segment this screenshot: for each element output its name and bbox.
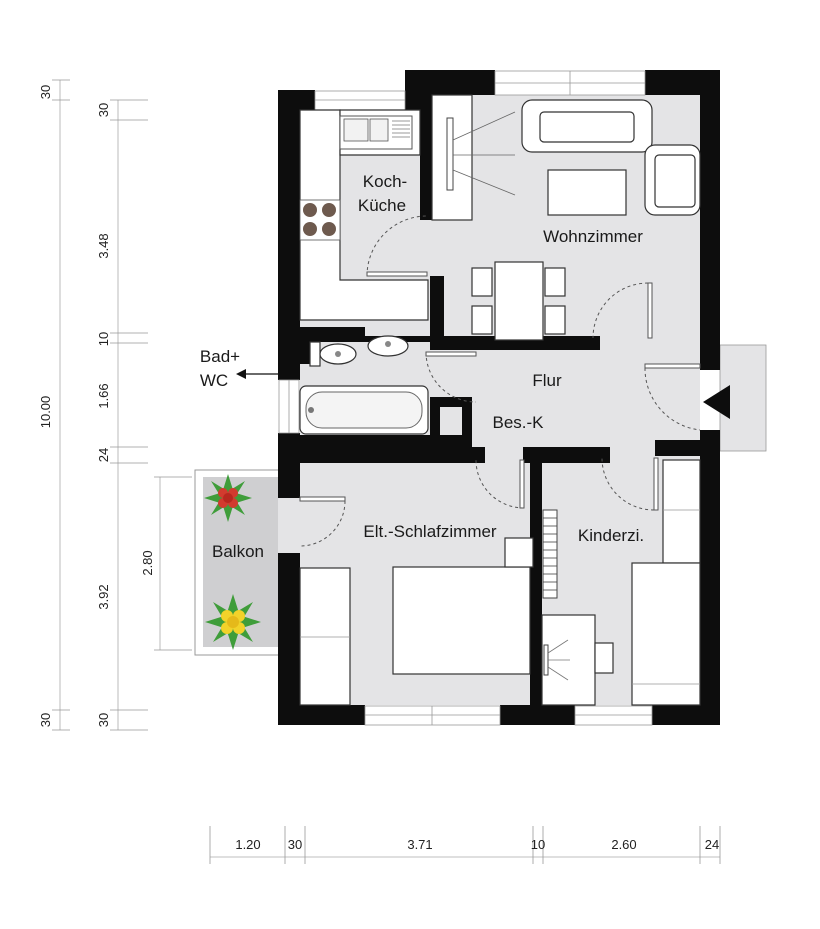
bedroom-furniture	[299, 509, 558, 706]
coffee-table	[547, 169, 627, 216]
wardrobe-left	[299, 567, 351, 706]
label-kueche: Küche	[358, 196, 406, 215]
dimension-lines-left	[52, 79, 192, 731]
flower-red-icon	[204, 474, 252, 522]
kitchen-furniture	[299, 109, 429, 321]
doors	[299, 215, 701, 547]
dim-left-outer-bottom: 30	[38, 713, 53, 727]
dim-left-wall1: 10	[96, 332, 111, 346]
dim-bottom-wall-mid: 10	[531, 837, 545, 852]
kids-wardrobe	[662, 459, 701, 564]
balcony	[194, 469, 286, 656]
dim-bottom-kids: 2.60	[611, 837, 636, 852]
label-wohnzimmer: Wohnzimmer	[543, 227, 643, 246]
dim-left-outer-total: 10.00	[38, 396, 53, 429]
room-labels: Koch- Küche Wohnzimmer Flur Bes.-K Elt.-…	[200, 172, 644, 561]
stove-icon	[299, 199, 341, 241]
dim-bottom-wall-left: 30	[288, 837, 302, 852]
dim-bottom-bedroom: 3.71	[407, 837, 432, 852]
desk-icon	[541, 614, 614, 706]
washbasin-icon	[367, 335, 409, 357]
label-eltern: Elt.-Schlafzimmer	[363, 522, 497, 541]
entrance-arrow-icon	[703, 385, 730, 419]
bathtub-icon	[299, 385, 429, 435]
double-bed-icon	[392, 537, 534, 675]
label-wc: WC	[200, 371, 228, 390]
living-furniture	[431, 94, 701, 341]
dim-left-top-wall: 30	[96, 103, 111, 117]
dim-left-bedroom: 3.92	[96, 584, 111, 609]
dim-left-kitchen: 3.48	[96, 233, 111, 258]
dim-balcony-depth: 2.80	[140, 550, 155, 575]
dim-left-bottom-wall: 30	[96, 713, 111, 727]
dim-bottom-balcony: 1.20	[235, 837, 260, 852]
dimension-labels-bottom: 1.20 30 3.71 10 2.60 24	[235, 837, 719, 852]
sofa-icon	[521, 99, 653, 153]
label-bad: Bad+	[200, 347, 240, 366]
kids-bed	[631, 562, 701, 706]
armchair-icon	[644, 144, 701, 216]
label-flur: Flur	[532, 371, 562, 390]
label-besk: Bes.-K	[492, 413, 544, 432]
dimension-lines-bottom	[209, 826, 721, 864]
flower-yellow-icon	[205, 594, 261, 650]
bathroom-fixtures	[299, 335, 429, 435]
dim-left-outer-top: 30	[38, 85, 53, 99]
kids-furniture	[541, 459, 701, 706]
dim-left-wall2: 24	[96, 448, 111, 462]
windows	[314, 70, 653, 726]
label-balkon: Balkon	[212, 542, 264, 561]
label-koch: Koch-	[363, 172, 407, 191]
dim-left-bath: 1.66	[96, 383, 111, 408]
toilet-icon	[309, 341, 357, 367]
dining-table-icon	[471, 261, 566, 341]
dimension-labels-left: 30 10.00 30 30 3.48 10 1.66 24 3.92 30 2…	[38, 85, 155, 727]
arrow-left-icon	[236, 369, 280, 379]
radiator-icon	[542, 509, 558, 599]
label-kinder: Kinderzi.	[578, 526, 644, 545]
dim-bottom-wall-right: 24	[705, 837, 719, 852]
